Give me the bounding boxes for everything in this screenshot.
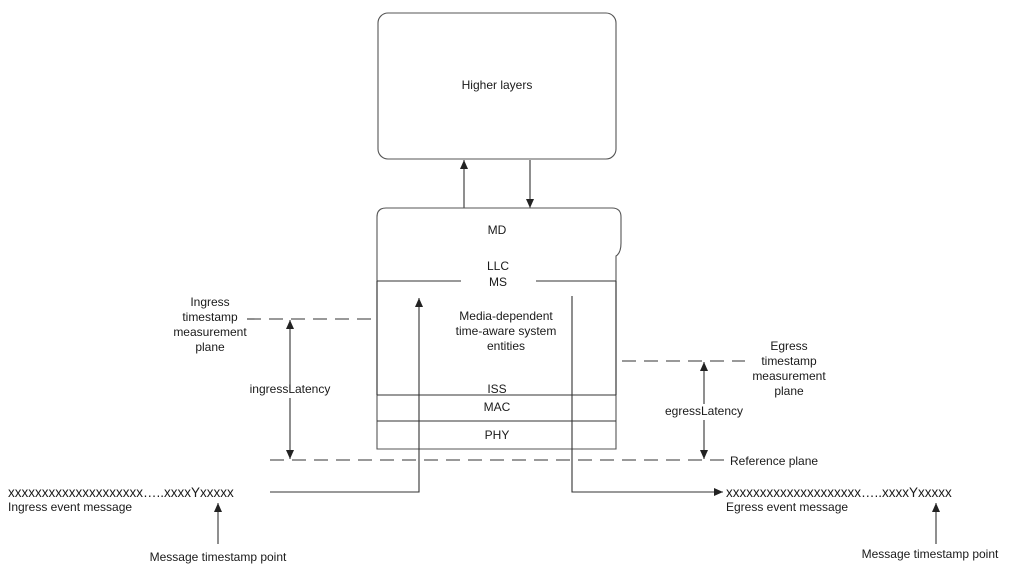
egress-message-label: Egress event message (726, 500, 848, 514)
egress-timestamp-label: Message timestamp point (862, 547, 999, 561)
higher-layers-label: Higher layers (462, 78, 533, 92)
llc-label: LLC (487, 259, 509, 273)
egress-plane-line-2: timestamp (761, 354, 817, 368)
egress-path-arrow (571, 296, 723, 496)
ingress-plane-line-4: plane (195, 340, 225, 354)
ingress-latency-label: ingressLatency (250, 382, 331, 396)
ingress-timestamp-label: Message timestamp point (150, 550, 287, 564)
ingress-message-bits: xxxxxxxxxxxxxxxxxxxx…..xxxxYxxxxx (8, 485, 234, 500)
higher-layers-block (377, 12, 617, 160)
mac-label: MAC (484, 400, 511, 414)
ingress-plane-line-1: Ingress (190, 295, 229, 309)
reference-plane-label: Reference plane (730, 454, 818, 468)
egress-message-bits: xxxxxxxxxxxxxxxxxxxx…..xxxxYxxxxx (726, 485, 952, 500)
egress-plane-line-3: measurement (752, 369, 826, 383)
phy-label: PHY (485, 428, 510, 442)
md-label: MD (488, 223, 507, 237)
ingress-message-label: Ingress event message (8, 500, 132, 514)
egress-plane-line-1: Egress (770, 339, 807, 353)
iss-label: ISS (487, 382, 506, 396)
entities-line-3: entities (487, 339, 525, 353)
ms-label: MS (489, 275, 507, 289)
egress-latency-label: egressLatency (665, 404, 743, 418)
ingress-path-arrow (270, 298, 423, 493)
ingress-plane-line-2: timestamp (182, 310, 238, 324)
md-block (376, 207, 622, 450)
egress-plane-line-4: plane (774, 384, 804, 398)
entities-line-2: time-aware system (456, 324, 557, 338)
ingress-plane-line-3: measurement (173, 325, 247, 339)
entities-line-1: Media-dependent (459, 309, 553, 323)
